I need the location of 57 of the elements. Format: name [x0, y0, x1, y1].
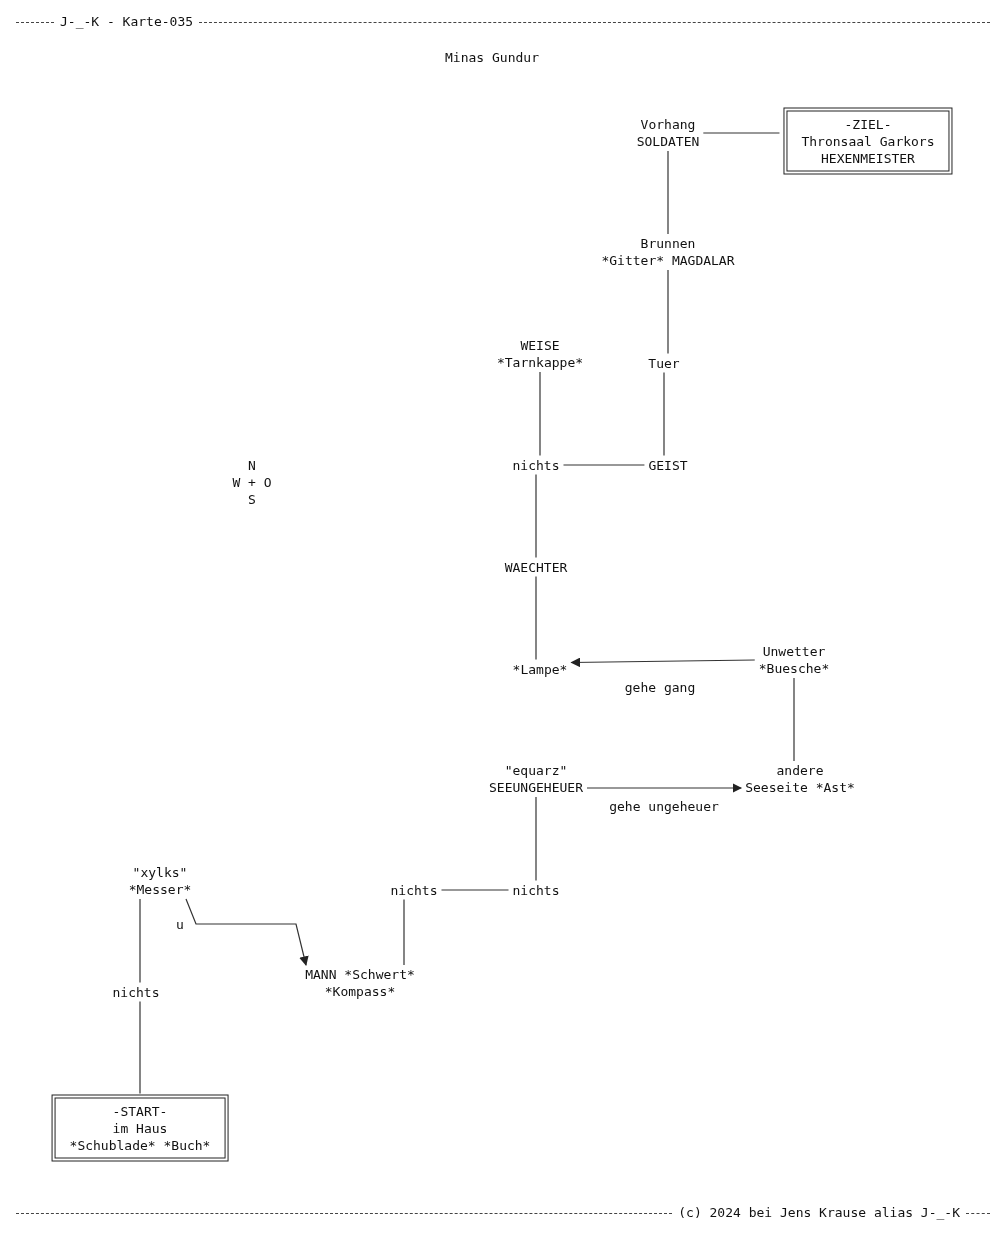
connector-line — [539, 371, 541, 457]
room-detail: *Messer* — [128, 881, 192, 898]
compass-label: N — [248, 457, 256, 473]
compass-label: W + O — [232, 474, 272, 490]
connector-line — [403, 898, 405, 966]
room-detail: SOLDATEN — [636, 133, 700, 150]
room-name: Unwetter — [761, 643, 827, 660]
edge-label: gehe ungeheuer — [607, 798, 721, 814]
map-title: Minas Gundur — [445, 49, 539, 65]
room-detail: SEEUNGEHEUER — [489, 779, 583, 796]
room-name: -ZIEL- — [843, 115, 893, 133]
room-detail: *Buesche* — [758, 660, 830, 677]
arrow — [586, 783, 743, 793]
connector-line — [139, 898, 141, 984]
connector-line — [667, 269, 669, 355]
room-name: Brunnen — [639, 235, 697, 252]
start-box — [51, 1094, 229, 1162]
room-detail: *Tarnkappe* — [496, 354, 584, 371]
arrow — [185, 898, 309, 966]
room-name: nichts — [112, 983, 160, 1001]
room-detail: im Haus — [111, 1119, 169, 1137]
room-name: nichts — [512, 456, 560, 474]
room-name: "equarz" — [503, 762, 569, 779]
room-name: nichts — [390, 881, 438, 899]
footer-text: (c) 2024 bei Jens Krause alias J-_-K — [678, 1205, 960, 1220]
connector-line — [667, 150, 669, 235]
room-name: -START- — [111, 1102, 169, 1120]
connector-line — [440, 889, 510, 891]
arrow — [570, 657, 756, 668]
connector-line — [535, 473, 537, 559]
connector-line — [702, 132, 781, 134]
room-name: *Lampe* — [512, 660, 568, 678]
room-detail: HEXENMEISTER — [820, 149, 916, 167]
connector-line — [535, 796, 537, 882]
room-name: MANN *Schwert* — [305, 966, 415, 983]
room-name: "xylks" — [131, 864, 189, 881]
compass-label: S — [248, 491, 256, 507]
room-detail: *Gitter* MAGDALAR — [601, 252, 735, 269]
connector-line — [535, 575, 537, 661]
room-name: WAECHTER — [504, 558, 568, 576]
connector-line — [793, 677, 795, 762]
connector-line — [139, 1000, 141, 1095]
goal-box — [783, 107, 953, 175]
connector-line — [663, 371, 665, 457]
connector-line — [562, 464, 646, 466]
room-detail: *Schublade* *Buch* — [69, 1136, 211, 1154]
room-name: andere — [775, 762, 825, 779]
edge-label: gehe gang — [622, 679, 698, 695]
room-name: WEISE — [519, 337, 561, 354]
room-name: Vorhang — [639, 116, 697, 133]
room-detail: *Kompass* — [323, 983, 397, 1000]
room-name: nichts — [512, 881, 560, 899]
room-detail: Thronsaal Garkors — [801, 132, 935, 150]
room-name: GEIST — [648, 456, 688, 474]
header-text: J-_-K - Karte-035 — [60, 14, 194, 29]
room-detail: Seeseite *Ast* — [745, 779, 855, 796]
room-name: Tuer — [648, 354, 680, 372]
